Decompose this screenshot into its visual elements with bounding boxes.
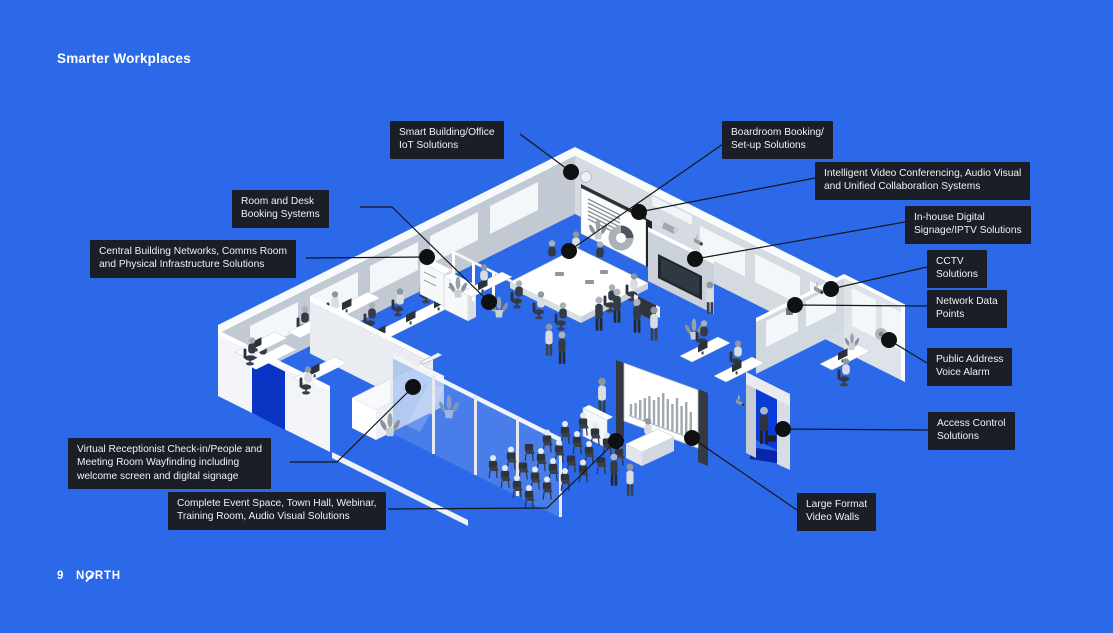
callout-public-address: Public Address Voice Alarm [927, 348, 1013, 386]
large-video-wall [616, 360, 708, 466]
page-number: 9 [57, 570, 64, 582]
callout-cctv-label: CCTV Solutions [936, 256, 978, 281]
connector-access-control [782, 428, 929, 431]
connector-inhouse-signage [694, 221, 906, 260]
callout-cctv: CCTV Solutions [927, 250, 987, 288]
callout-dot-smart-iot [563, 164, 579, 180]
callout-dot-room-desk [481, 294, 497, 310]
callout-dot-intelligent-vc [631, 204, 647, 220]
callout-dot-boardroom-booking [561, 243, 577, 259]
callout-large-format-label: Large Format Video Walls [806, 499, 868, 524]
callout-dot-network-data [787, 297, 803, 313]
connector-central-networks [305, 256, 428, 259]
callout-smart-iot-label: Smart Building/Office IoT Solutions [399, 127, 495, 152]
callout-complete-event: Complete Event Space, Town Hall, Webinar… [168, 492, 386, 530]
connector-large-format [691, 437, 798, 511]
callout-network-data-label: Network Data Points [936, 296, 998, 321]
booking-panel-desk [461, 264, 513, 318]
connector-boardroom-booking [568, 143, 724, 252]
connector-cctv [830, 266, 928, 290]
callout-inhouse-signage-label: In-house Digital Signage/IPTV Solutions [914, 212, 1022, 237]
callout-network-data: Network Data Points [927, 290, 1007, 328]
callout-room-desk-label: Room and Desk Booking Systems [241, 196, 320, 221]
right-wing-desks [679, 320, 871, 387]
av-control-desk [625, 418, 675, 466]
callout-room-desk: Room and Desk Booking Systems [232, 190, 329, 228]
callout-intelligent-vc-label: Intelligent Video Conferencing, Audio Vi… [824, 168, 1022, 193]
ceiling-sensor [580, 171, 592, 183]
callout-dot-large-format [684, 430, 700, 446]
connector-room-desk [360, 206, 490, 303]
callout-central-networks: Central Building Networks, Comms Room an… [90, 240, 296, 278]
connector-intelligent-vc [638, 177, 816, 213]
open-plan-desks-lower [234, 331, 348, 395]
connector-network-data [794, 304, 928, 307]
callout-dot-cctv [823, 281, 839, 297]
callout-large-format: Large Format Video Walls [797, 493, 877, 531]
callout-virtual-receptionist-label: Virtual Receptionist Check-in/People and… [77, 444, 262, 482]
callout-inhouse-signage: In-house Digital Signage/IPTV Solutions [905, 206, 1031, 244]
connector-complete-event [387, 440, 617, 510]
connector-smart-iot [519, 133, 572, 173]
callout-dot-virtual-receptionist [405, 379, 421, 395]
callout-dot-public-address [881, 332, 897, 348]
brand-logo: NORTH [76, 570, 121, 582]
page-title: Smarter Workplaces [57, 51, 191, 66]
callout-dot-inhouse-signage [687, 251, 703, 267]
callout-dot-access-control [775, 421, 791, 437]
callout-dot-complete-event [608, 433, 624, 449]
callout-central-networks-label: Central Building Networks, Comms Room an… [99, 246, 287, 271]
callout-complete-event-label: Complete Event Space, Town Hall, Webinar… [177, 498, 377, 523]
callout-smart-iot: Smart Building/Office IoT Solutions [390, 121, 504, 159]
callout-virtual-receptionist: Virtual Receptionist Check-in/People and… [68, 438, 271, 490]
callout-access-control: Access Control Solutions [928, 412, 1015, 450]
callout-intelligent-vc: Intelligent Video Conferencing, Audio Vi… [815, 162, 1031, 200]
callout-access-control-label: Access Control Solutions [937, 418, 1006, 443]
callout-boardroom-booking: Boardroom Booking/ Set-up Solutions [722, 121, 833, 159]
callout-dot-central-networks [419, 249, 435, 265]
callout-public-address-label: Public Address Voice Alarm [936, 354, 1004, 379]
callout-boardroom-booking-label: Boardroom Booking/ Set-up Solutions [731, 127, 824, 152]
connector-virtual-receptionist [290, 386, 414, 463]
